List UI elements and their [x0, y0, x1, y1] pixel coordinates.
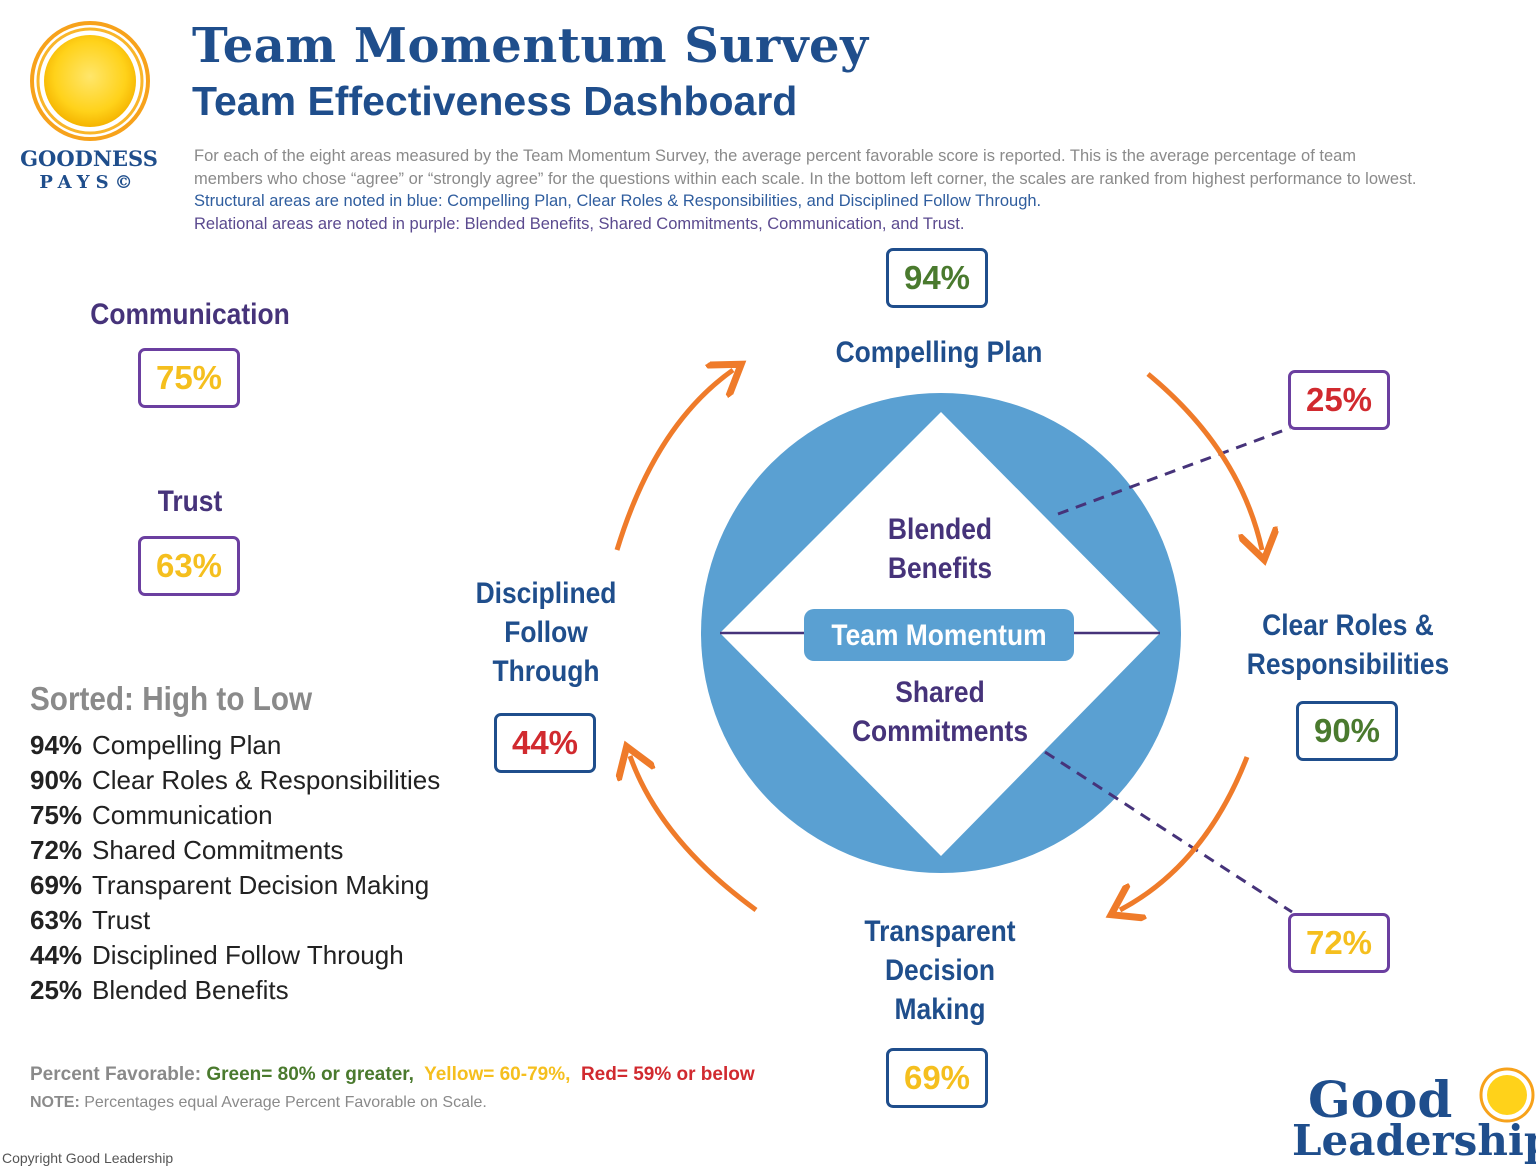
- clear-roles-line-1: Clear Roles &: [1262, 609, 1434, 642]
- legend-yellow: Yellow= 60-79%,: [424, 1064, 571, 1085]
- center-label: Team Momentum: [831, 619, 1047, 652]
- sorted-name: Communication: [92, 800, 273, 830]
- transparent-decision-score: 69%: [886, 1048, 988, 1108]
- sun-logo-icon: [30, 21, 150, 141]
- disciplined-follow-line-2: Follow: [504, 616, 588, 649]
- shared-commitments-score: 72%: [1288, 913, 1390, 973]
- pays-logo-text: PAYS©: [39, 172, 139, 193]
- arrow-roles-to-decision: [1120, 756, 1250, 910]
- goodness-logo-text: GOODNESS: [20, 146, 158, 171]
- legend-red: Red= 59% or below: [580, 1064, 755, 1085]
- sorted-name: Clear Roles & Responsibilities: [92, 765, 441, 795]
- sorted-name: Disciplined Follow Through: [92, 940, 404, 970]
- transparent-decision-label: Transparent Decision Making: [834, 912, 1045, 1029]
- disciplined-follow-score: 44%: [494, 713, 596, 773]
- note-label: NOTE:: [30, 1094, 80, 1111]
- list-item: 94% Compelling Plan: [30, 730, 440, 765]
- list-item: 44% Disciplined Follow Through: [30, 940, 440, 975]
- trust-label: Trust: [157, 485, 223, 518]
- disciplined-follow-line-3: Through: [492, 655, 600, 688]
- sorted-name: Blended Benefits: [92, 975, 289, 1005]
- description-line-1: For each of the eight areas measured by …: [194, 147, 1357, 165]
- arrow-follow-to-plan: [614, 370, 733, 551]
- compelling-plan-score: 94%: [886, 248, 988, 308]
- sorted-pct: 90%: [30, 765, 83, 795]
- sorted-name: Shared Commitments: [92, 835, 344, 865]
- sorted-pct: 69%: [30, 870, 83, 900]
- copyright: Copyright Good Leadership: [2, 1150, 174, 1166]
- sorted-pct: 44%: [30, 940, 83, 970]
- sorted-pct: 75%: [30, 800, 83, 830]
- disciplined-follow-label: Disciplined Follow Through: [449, 574, 643, 691]
- connector-blended-benefits: [1057, 426, 1291, 516]
- compelling-plan-label: Compelling Plan: [835, 336, 1043, 369]
- clear-roles-label: Clear Roles & Responsibilities: [1234, 606, 1463, 684]
- center-pill: [804, 609, 1074, 661]
- shared-commitments-line-2: Commitments: [851, 715, 1029, 748]
- blended-benefits-line-2: Benefits: [887, 552, 993, 585]
- sorted-name: Compelling Plan: [92, 730, 282, 760]
- communication-label: Communication: [90, 298, 290, 331]
- page-subtitle: Team Effectiveness Dashboard: [192, 78, 798, 124]
- transparent-decision-line-1: Transparent: [864, 915, 1016, 948]
- shared-commitments-line-1: Shared: [895, 676, 985, 709]
- list-item: 69% Transparent Decision Making: [30, 870, 440, 905]
- sorted-heading: Sorted: High to Low: [30, 680, 313, 717]
- shared-commitments-label: Shared Commitments: [817, 673, 1063, 751]
- sorted-name: Trust: [92, 905, 151, 935]
- footnote: NOTE: Percentages equal Average Percent …: [30, 1094, 487, 1112]
- sorted-pct: 94%: [30, 730, 83, 760]
- sorted-pct: 72%: [30, 835, 83, 865]
- list-item: 72% Shared Commitments: [30, 835, 440, 870]
- list-item: 25% Blended Benefits: [30, 975, 440, 1010]
- page-title: Team Momentum Survey: [192, 18, 869, 74]
- transparent-decision-line-3: Making: [894, 993, 986, 1026]
- list-item: 75% Communication: [30, 800, 440, 835]
- blended-benefits-line-1: Blended: [887, 513, 993, 546]
- sun-icon: [1479, 1067, 1535, 1123]
- relational-note: Relational areas are noted in purple: Bl…: [194, 214, 965, 233]
- legend-green: Green= 80% or greater,: [206, 1064, 414, 1085]
- leadership-logo-text: Leadership: [1292, 1116, 1536, 1165]
- color-legend: Percent Favorable: Green= 80% or greater…: [30, 1064, 755, 1086]
- legend-label: Percent Favorable:: [30, 1064, 202, 1085]
- clear-roles-line-2: Responsibilities: [1246, 648, 1450, 681]
- clear-roles-score: 90%: [1296, 701, 1398, 761]
- sorted-pct: 63%: [30, 905, 83, 935]
- good-logo-text: Good: [1308, 1070, 1453, 1129]
- disciplined-follow-line-1: Disciplined: [475, 577, 617, 610]
- trust-score: 63%: [138, 536, 240, 596]
- description-line-2: members who chose “agree” or “strongly a…: [194, 169, 1417, 188]
- sorted-pct: 25%: [30, 975, 83, 1005]
- transparent-decision-line-2: Decision: [884, 954, 996, 987]
- sorted-list: 94% Compelling Plan 90% Clear Roles & Resp…: [30, 730, 440, 1010]
- list-item: 90% Clear Roles & Responsibilities: [30, 765, 440, 800]
- list-item: 63% Trust: [30, 905, 440, 940]
- arrow-decision-to-follow: [630, 756, 758, 913]
- note-text: Percentages equal Average Percent Favora…: [84, 1094, 487, 1111]
- connector-shared-commitments: [1044, 750, 1293, 914]
- structural-note: Structural areas are noted in blue: Comp…: [194, 192, 1042, 210]
- description: For each of the eight areas measured by …: [194, 145, 1454, 235]
- communication-score: 75%: [138, 348, 240, 408]
- sorted-name: Transparent Decision Making: [92, 870, 430, 900]
- blended-benefits-label: Blended Benefits: [834, 510, 1045, 588]
- blended-benefits-score: 25%: [1288, 370, 1390, 430]
- arrow-plan-to-roles: [1146, 372, 1262, 550]
